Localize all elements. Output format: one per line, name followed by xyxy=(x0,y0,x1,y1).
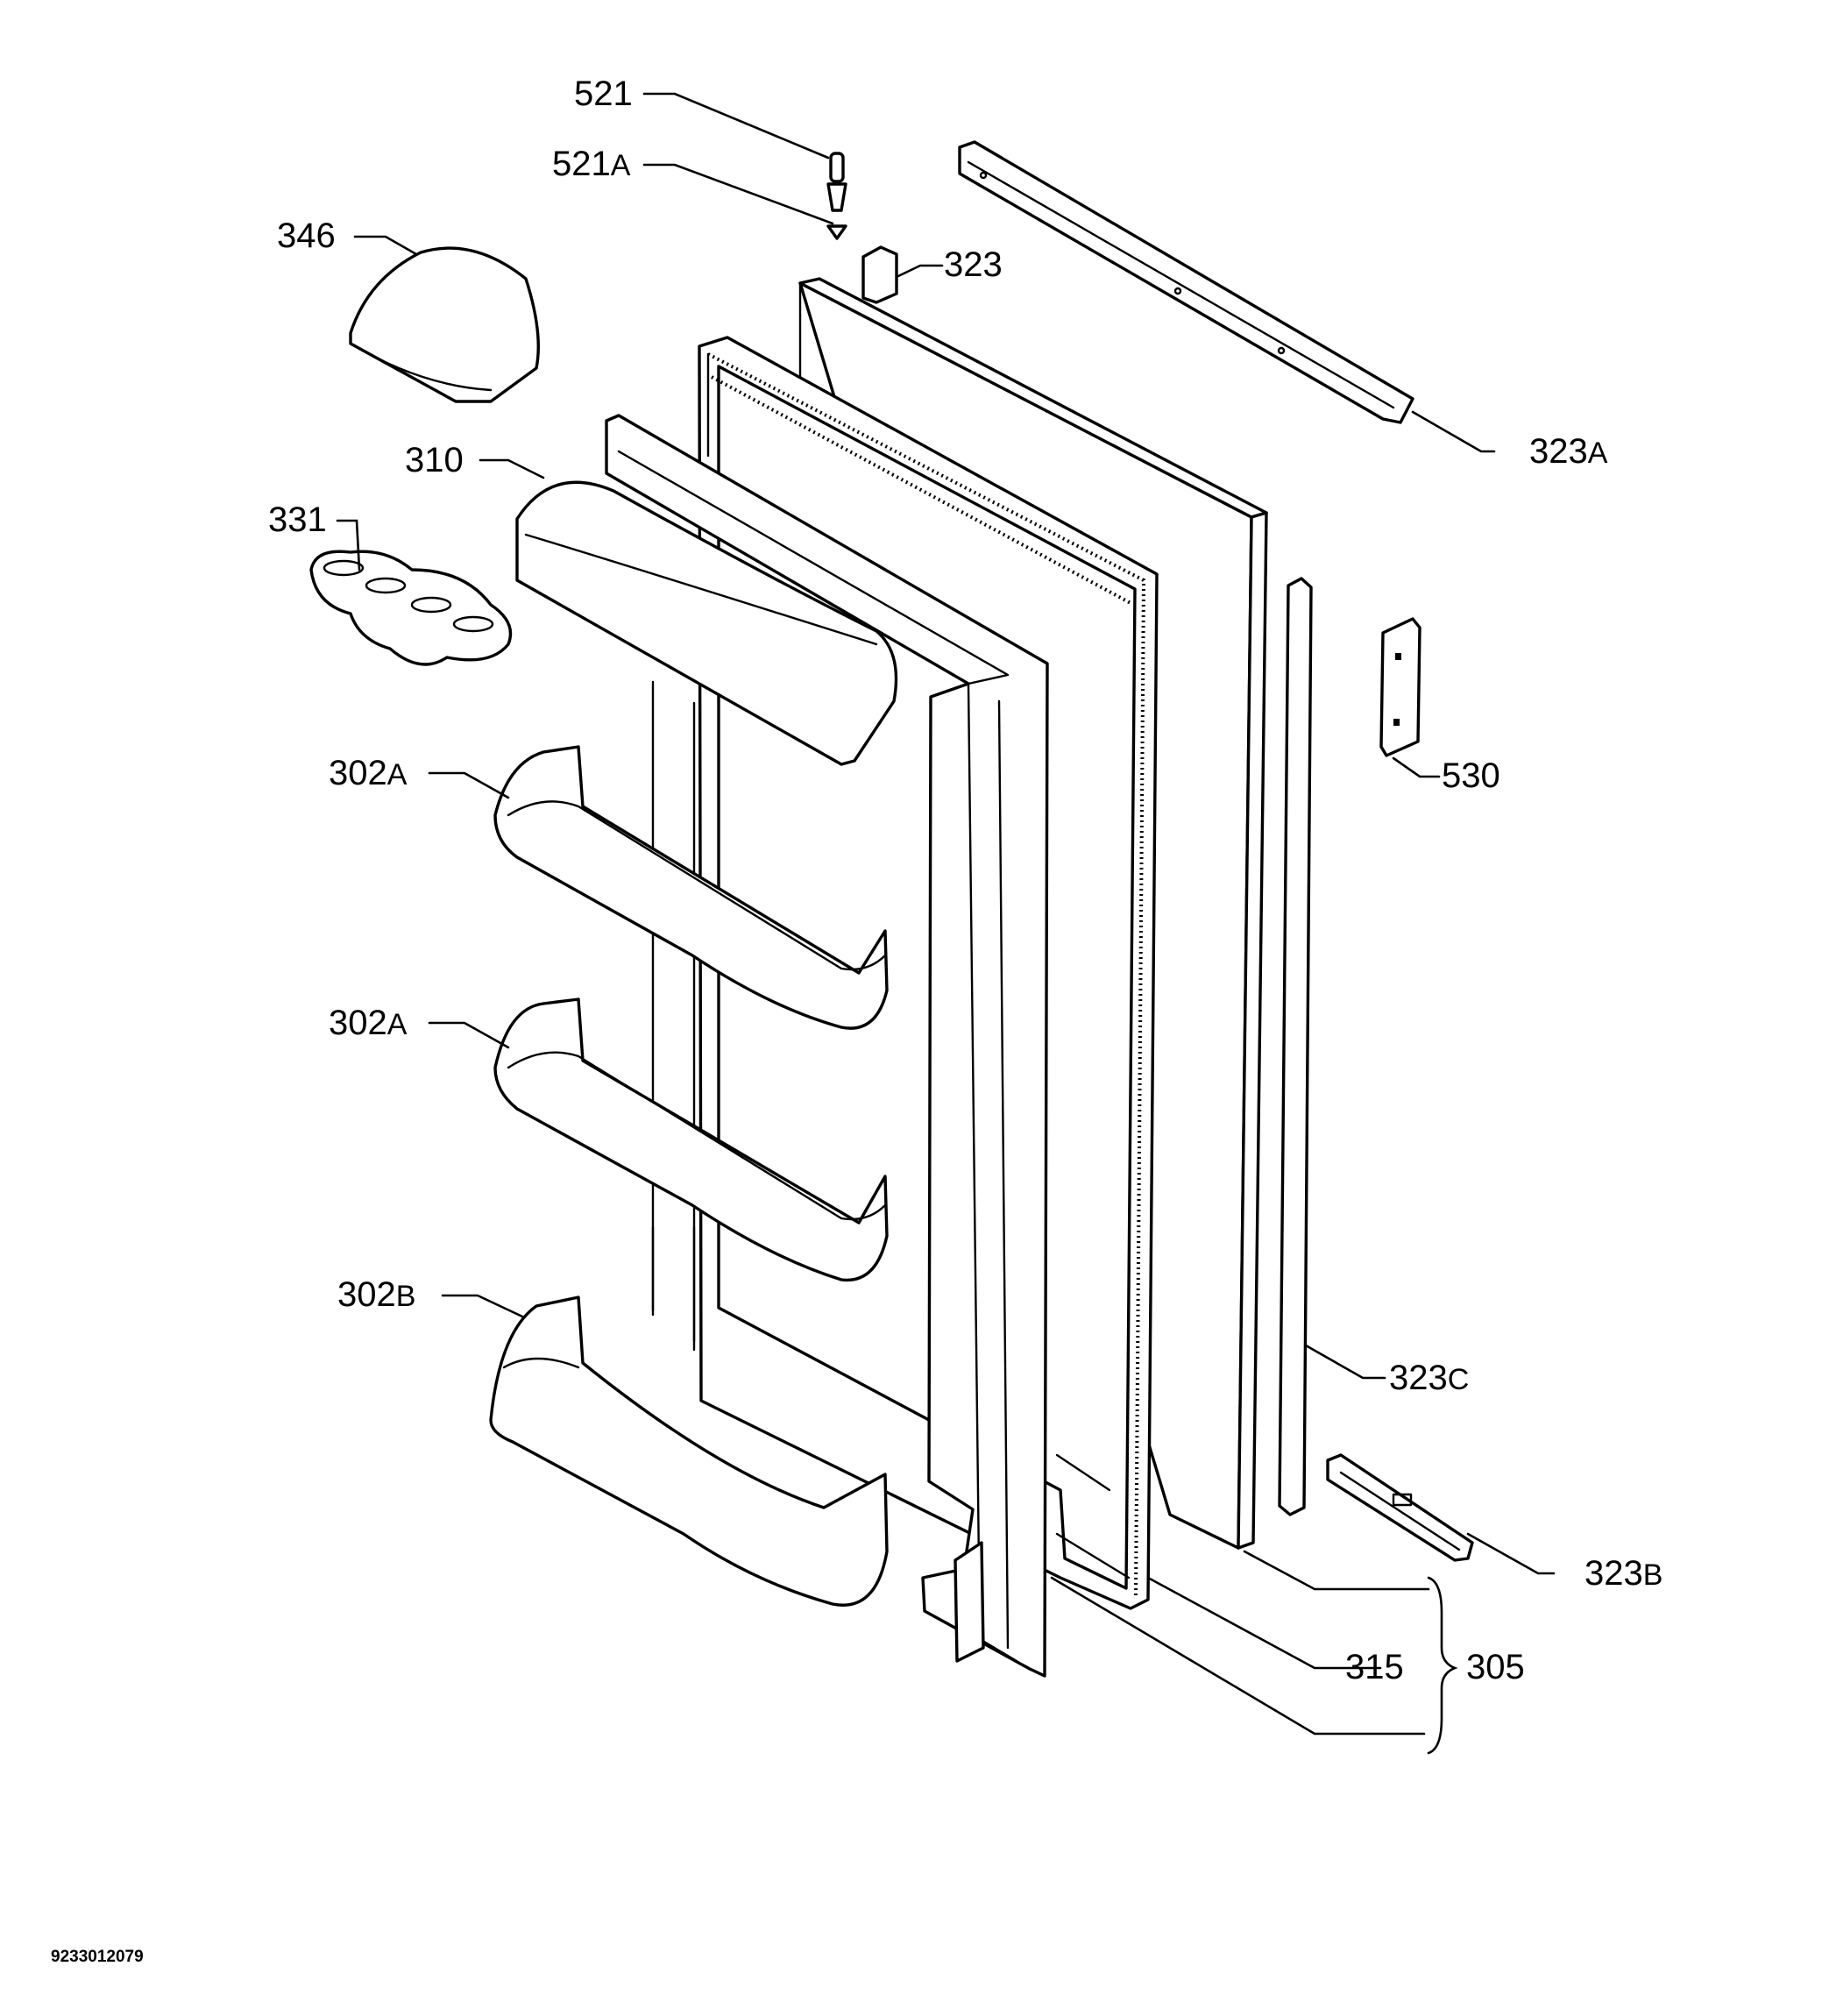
callout-323b: 323B xyxy=(1585,1554,1662,1593)
top-door-rail xyxy=(958,140,1414,424)
callout-521: 521 xyxy=(574,75,633,113)
side-seal-strip xyxy=(1278,577,1313,1516)
callout-302a-lower: 302A xyxy=(329,1004,408,1042)
callout-323: 323 xyxy=(944,245,1003,284)
callout-346: 346 xyxy=(277,217,336,255)
assembly-brace xyxy=(1427,1576,1458,1755)
callout-323a: 323A xyxy=(1529,432,1608,471)
document-code: 9233012079 xyxy=(51,1948,144,1966)
butter-compartment-lid xyxy=(515,480,898,766)
callout-323c: 323C xyxy=(1389,1359,1469,1397)
callout-302a-upper: 302A xyxy=(329,754,408,792)
cheese-container xyxy=(349,246,540,403)
callout-315: 315 xyxy=(1345,1648,1404,1686)
door-shelf-middle xyxy=(493,997,889,1282)
egg-tray xyxy=(309,550,513,666)
door-shelf-bottom xyxy=(489,1295,889,1607)
callout-305: 305 xyxy=(1466,1648,1525,1686)
callout-302b: 302B xyxy=(337,1275,415,1314)
hinge-bracket xyxy=(1379,617,1421,757)
bottom-slide-rail xyxy=(1326,1453,1474,1562)
callout-331: 331 xyxy=(268,500,327,539)
inner-door-liner xyxy=(605,414,1049,1678)
door-shelf-upper xyxy=(493,745,889,1030)
callout-530: 530 xyxy=(1442,756,1500,795)
upper-trim-piece xyxy=(861,245,898,304)
callout-521a: 521A xyxy=(552,145,631,183)
leader-lines xyxy=(336,92,1556,1736)
callout-310: 310 xyxy=(405,441,464,479)
lamp-fastener-assembly xyxy=(826,152,847,240)
